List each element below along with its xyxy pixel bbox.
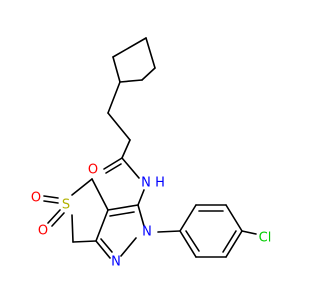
bond-chain-1 bbox=[107, 81, 121, 114]
atom-h-amide: H bbox=[155, 176, 165, 191]
bond-pz-c3-n2 bbox=[137, 204, 145, 227]
bond-ar-1 bbox=[179, 204, 197, 232]
bond-cp-2 bbox=[145, 37, 156, 69]
bond-ar-3 bbox=[225, 204, 243, 232]
bond-so-1b bbox=[43, 200, 59, 204]
bond-ar-4 bbox=[225, 230, 243, 258]
bond-pz-n1-c6a bbox=[95, 240, 111, 259]
bond-so-2a bbox=[47, 209, 61, 224]
bond-ar-cl bbox=[241, 230, 257, 235]
bond-amide-n-c3 bbox=[137, 189, 145, 206]
atom-chlorine: Cl bbox=[259, 231, 272, 246]
atom-n-pyrazole-1: N bbox=[111, 255, 121, 270]
bond-th-c3a-c4 bbox=[91, 178, 109, 211]
bond-chain-3 bbox=[121, 139, 131, 159]
bond-carbonyl-a bbox=[103, 157, 123, 170]
bond-pz-n1-c6a-double bbox=[100, 238, 113, 253]
atom-o-amide: O bbox=[88, 163, 98, 178]
bond-cp-4 bbox=[119, 79, 143, 83]
bond-amide-cn bbox=[121, 157, 140, 179]
bond-ar-4-double bbox=[222, 230, 237, 253]
atom-labels: O N H S O O N N Cl bbox=[31, 163, 271, 270]
bond-cp-5 bbox=[112, 56, 121, 83]
bond-pz-c6a-c3a bbox=[95, 209, 109, 242]
bond-th-c4-s bbox=[71, 178, 93, 196]
bond-pz-c3a-c3-double bbox=[109, 211, 135, 217]
bonds bbox=[43, 37, 257, 259]
bond-pz-c3a-c3 bbox=[107, 204, 139, 211]
bond-th-c6-c6a bbox=[72, 240, 97, 243]
bond-so-1a bbox=[43, 195, 59, 199]
atom-o-sulfonyl-2: O bbox=[38, 224, 48, 239]
bond-cp-3 bbox=[141, 67, 156, 81]
bond-n2-aryl bbox=[157, 230, 181, 233]
bond-carbonyl-b bbox=[105, 163, 122, 174]
bond-so-2b bbox=[51, 212, 65, 227]
atom-s-ring: S bbox=[62, 198, 70, 213]
bond-cp-1 bbox=[112, 37, 147, 58]
bond-chain-2 bbox=[107, 112, 131, 141]
atom-o-sulfonyl-1: O bbox=[31, 191, 41, 206]
molecule-structure: O N H S O O N N Cl bbox=[31, 37, 271, 270]
atom-n-pyrazole-2: N bbox=[142, 225, 152, 240]
bond-pz-n2-n1 bbox=[120, 237, 137, 257]
bond-ar-6 bbox=[179, 230, 197, 258]
bond-th-s-c6 bbox=[71, 214, 74, 243]
bond-ar-6-double bbox=[185, 230, 200, 252]
atom-n-amide: N bbox=[141, 176, 151, 191]
